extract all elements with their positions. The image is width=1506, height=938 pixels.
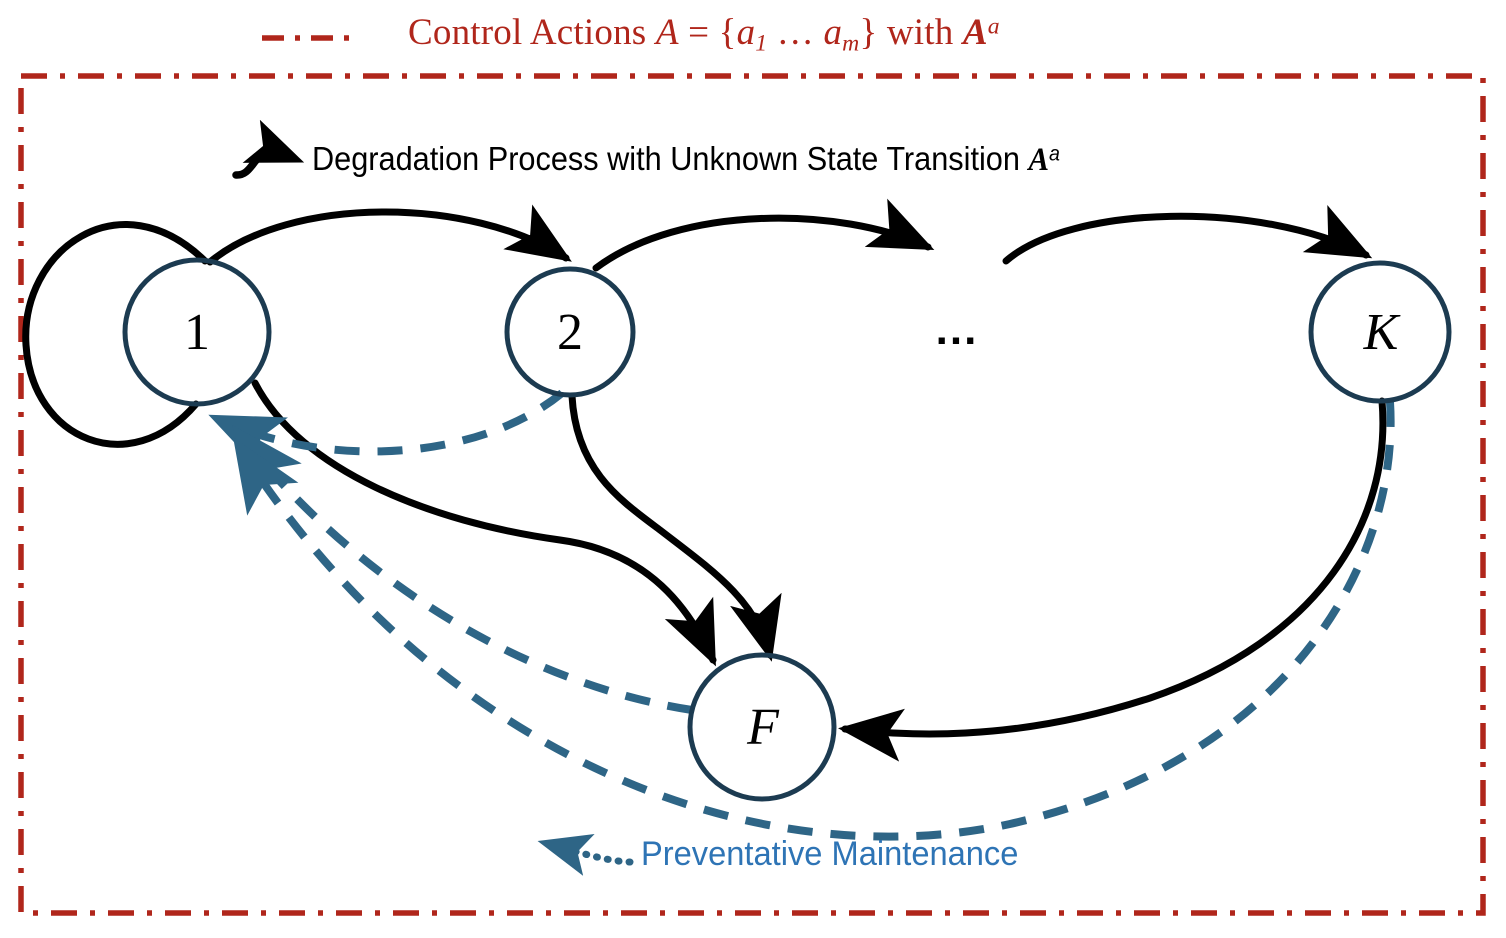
curved-arrow-right-icon xyxy=(232,119,305,179)
title-eq: = { xyxy=(678,12,737,53)
node-1[interactable] xyxy=(122,257,272,407)
control-actions-boundary xyxy=(18,73,1486,916)
title-Aa-sup: a xyxy=(987,13,1000,40)
edge-2-to-ellipsis xyxy=(592,198,935,272)
title-mid: … xyxy=(767,12,824,53)
node-F[interactable] xyxy=(687,652,837,802)
title-lead: Control Actions xyxy=(408,12,656,53)
node-label-K: K xyxy=(1363,304,1399,361)
legend-degradation-symbol: A xyxy=(1028,142,1049,178)
legend-degradation-text: Degradation Process with Unknown State T… xyxy=(312,140,1029,177)
edge-ellipsis-to-K xyxy=(1002,204,1373,265)
edge-pm-2-to-1 xyxy=(208,389,565,473)
title-Aa-base: A xyxy=(962,12,988,53)
node-K[interactable] xyxy=(1308,260,1452,404)
node-label-1: 1 xyxy=(184,304,210,361)
edge-pm-F-to-1 xyxy=(231,425,693,714)
legend-preventative-maintenance-label: Preventative Maintenance xyxy=(641,835,1019,873)
title-close: } with xyxy=(859,12,963,53)
title-am-base: a xyxy=(823,12,843,53)
title-a1-sub: 1 xyxy=(755,30,768,57)
dotted-arrow-left-icon xyxy=(537,834,634,876)
edge-K-to-F xyxy=(838,397,1387,762)
legend-degradation-symbol-sup: a xyxy=(1048,142,1060,166)
legend-degradation-label: Degradation Process with Unknown State T… xyxy=(312,142,1060,177)
node-label-ellipsis: ... xyxy=(935,305,979,354)
control-actions-title: Control Actions A = {a1 … am} with Aa xyxy=(408,14,1000,56)
edge-1-to-2 xyxy=(206,204,572,266)
node-label-F: F xyxy=(747,699,779,756)
title-a1-base: a xyxy=(736,12,756,53)
edge-self-loop-1 xyxy=(22,221,209,448)
node-2[interactable] xyxy=(504,266,636,398)
title-am-sub: m xyxy=(842,30,860,57)
edge-2-to-F xyxy=(568,392,782,662)
edge-pm-K-to-1 xyxy=(233,401,1395,841)
title-A: A xyxy=(655,12,679,53)
node-label-2: 2 xyxy=(557,304,583,361)
